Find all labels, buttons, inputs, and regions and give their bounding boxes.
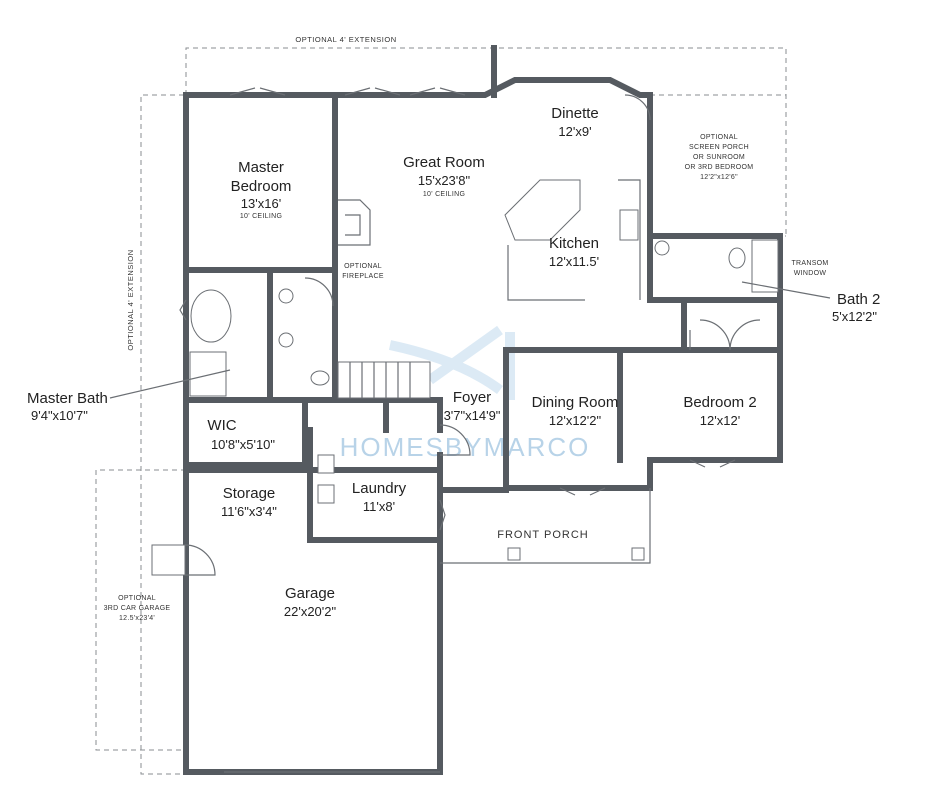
screen-porch-dim: 12'2"x12'6" [700, 174, 738, 181]
fireplace-line-2: FIREPLACE [342, 273, 384, 280]
dinette-dim: 12'x9' [558, 124, 591, 139]
screen-porch-line-3: OR SUNROOM [693, 154, 745, 161]
kitchen-dim: 12'x11.5' [549, 254, 599, 269]
master-bath-dim: 9'4"x10'7" [31, 408, 88, 423]
stairs [337, 361, 431, 399]
bath-2-dim: 5'x12'2" [832, 309, 877, 324]
garage-dim: 22'x20'2" [284, 604, 337, 619]
transom-line-2: WINDOW [794, 270, 827, 277]
bath-2-name: Bath 2 [837, 291, 880, 308]
front-porch: FRONT PORCH [440, 488, 651, 564]
master-bath-name: Master Bath [27, 390, 108, 407]
kitchen-name: Kitchen [549, 235, 599, 252]
storage-door [151, 544, 216, 576]
great-room-dim: 15'x23'8" [418, 173, 471, 188]
garage-name: Garage [285, 585, 335, 602]
fireplace-line-1: OPTIONAL [344, 263, 382, 270]
bath-2-leader [741, 281, 831, 299]
screen-porch-line-4: OR 3RD BEDROOM [685, 164, 754, 171]
master-bath-leader [109, 369, 231, 399]
dinette-name: Dinette [551, 105, 599, 122]
master-bedroom-note: 10' CEILING [240, 213, 282, 220]
front-porch-label: FRONT PORCH [497, 529, 588, 541]
fireplace [338, 199, 371, 246]
dining-room-name: Dining Room [532, 394, 619, 411]
master-bedroom-dim: 13'x16' [241, 196, 281, 211]
great-room-note: 10' CEILING [423, 191, 465, 198]
storage-name: Storage [223, 485, 276, 502]
third-garage-line-1: OPTIONAL [118, 595, 156, 602]
foyer-name: Foyer [453, 389, 491, 406]
doors-and-windows [179, 87, 761, 773]
great-room-name: Great Room [403, 154, 485, 171]
dining-room-dim: 12'x12'2" [549, 413, 602, 428]
bedroom-2-name: Bedroom 2 [683, 394, 756, 411]
bedroom-2-dim: 12'x12' [700, 413, 740, 428]
laundry-dim: 11'x8' [363, 499, 395, 514]
top-extension-label: OPTIONAL 4' EXTENSION [295, 35, 396, 44]
storage-dim: 11'6"x3'4" [221, 504, 277, 519]
screen-porch-line-2: SCREEN PORCH [689, 144, 749, 151]
master-bedroom-name-2: Bedroom [231, 178, 292, 195]
third-garage-line-2: 3RD CAR GARAGE [104, 605, 171, 612]
laundry-name: Laundry [352, 480, 407, 497]
left-extension-label: OPTIONAL 4' EXTENSION [126, 249, 135, 350]
bath-fixtures [189, 239, 779, 504]
watermark: HOMESBYMARCO [340, 325, 591, 462]
exterior-walls [183, 77, 783, 775]
wic-dim: 10'8"x5'10" [211, 437, 275, 452]
transom-line-1: TRANSOM [791, 260, 828, 267]
kitchen-counters [504, 179, 641, 301]
watermark-text: HOMESBYMARCO [340, 432, 591, 462]
screen-porch-line-1: OPTIONAL [700, 134, 738, 141]
third-garage-dim: 12.5'x23'4' [119, 615, 155, 622]
foyer-dim: 3'7"x14'9" [444, 408, 501, 423]
wic-name: WIC [207, 417, 236, 434]
interior-walls [183, 45, 783, 543]
master-bedroom-name-1: Master [238, 159, 284, 176]
